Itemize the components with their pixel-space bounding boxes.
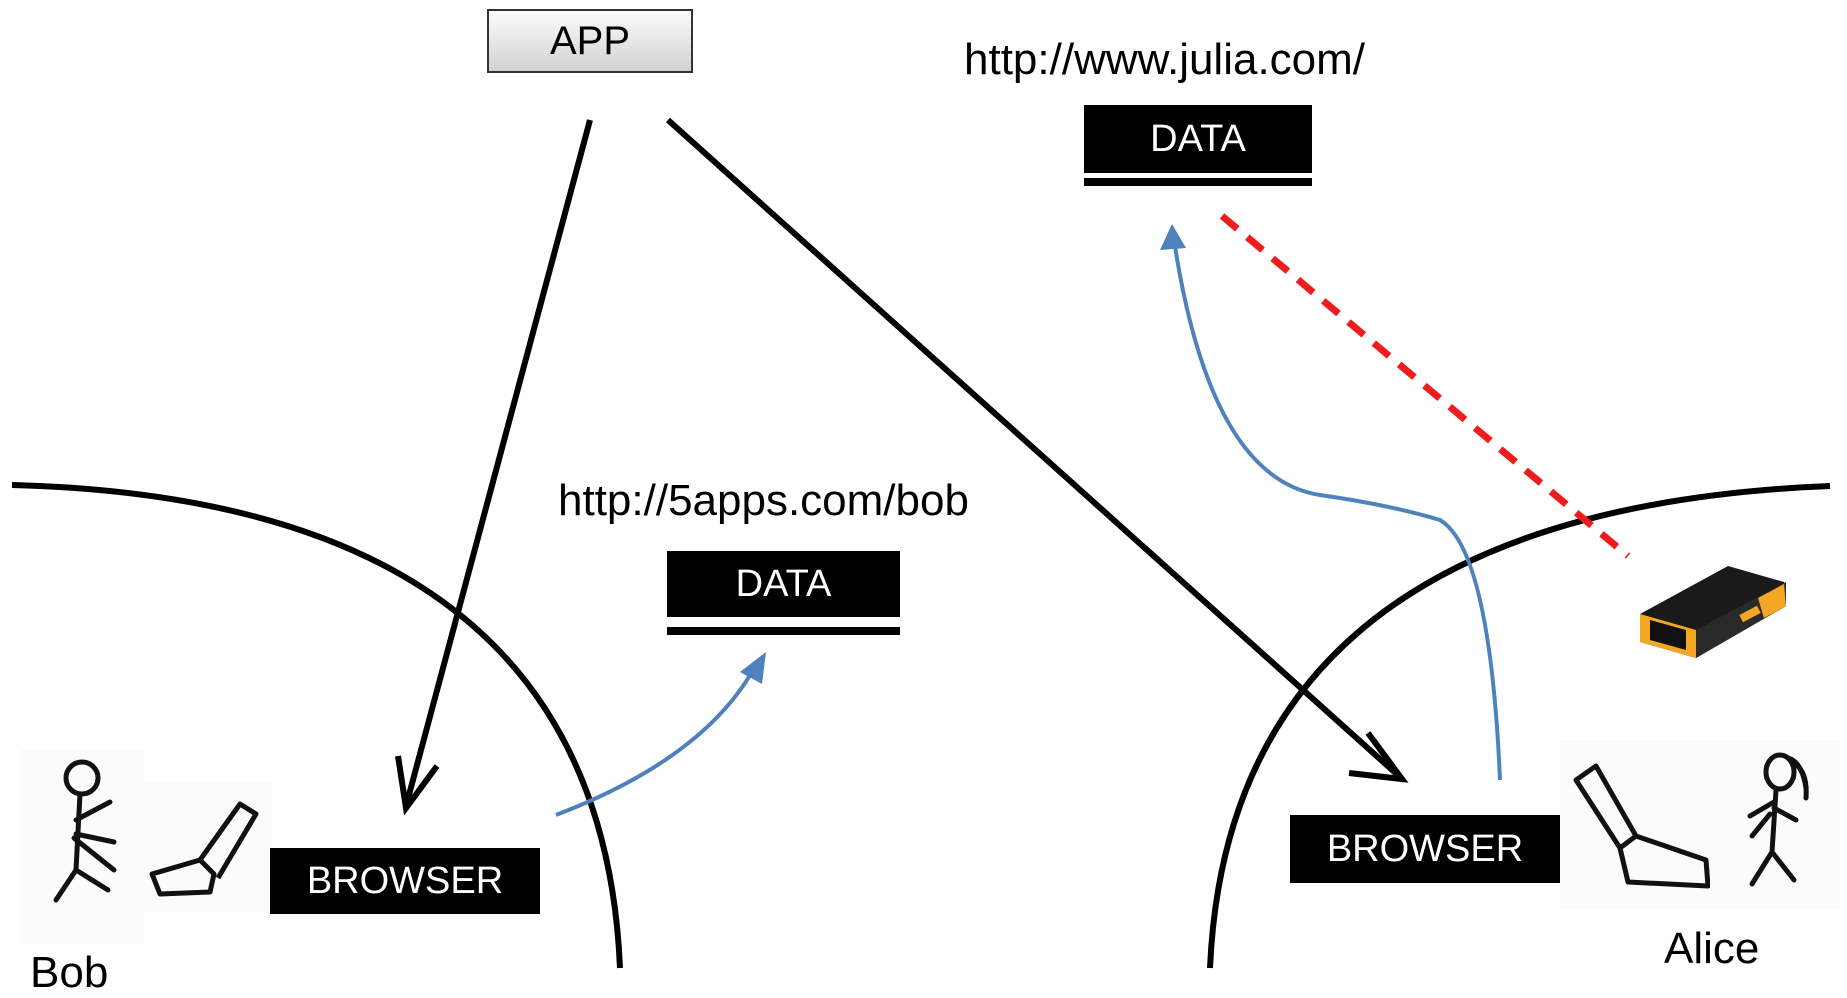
stick-figure-icon — [1710, 740, 1840, 910]
alice-browser-label: BROWSER — [1326, 827, 1524, 870]
chair-icon — [142, 782, 272, 912]
app-box[interactable]: APP — [487, 9, 693, 73]
5apps-data-box[interactable]: DATA — [667, 551, 900, 617]
bob-browser-to-data-arrow — [555, 652, 766, 817]
julia-data-box[interactable]: DATA — [1084, 105, 1312, 173]
bob-browser-label: BROWSER — [306, 859, 504, 902]
5apps-data-underline — [667, 627, 900, 635]
app-to-bob-arrow — [395, 119, 593, 816]
5apps-data-url: http://5apps.com/bob — [558, 476, 969, 525]
bob-browser-box[interactable]: BROWSER — [270, 848, 540, 914]
storage-device-icon — [1640, 566, 1786, 658]
blocked-connection-line — [1219, 213, 1631, 559]
alice-domain-boundary — [1207, 483, 1831, 969]
app-to-alice-arrow — [665, 117, 1409, 783]
alice-browser-box[interactable]: BROWSER — [1290, 815, 1560, 883]
julia-data-label: DATA — [1150, 117, 1246, 160]
alice-browser-to-data-arrow — [1160, 224, 1502, 781]
chair-icon — [1560, 740, 1711, 910]
app-box-label: APP — [549, 18, 631, 63]
julia-data-url: http://www.julia.com/ — [964, 35, 1366, 84]
stick-figure-icon — [20, 750, 144, 944]
alice-name-label: Alice — [1664, 924, 1760, 973]
bob-name-label: Bob — [30, 948, 109, 997]
julia-data-underline — [1084, 178, 1312, 186]
5apps-data-label: DATA — [735, 562, 832, 605]
